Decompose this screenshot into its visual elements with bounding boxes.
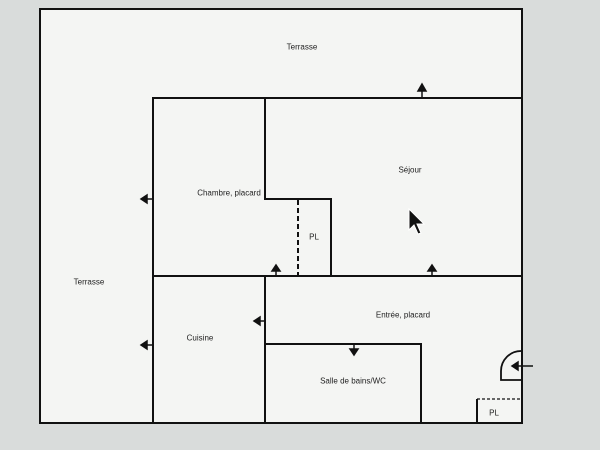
arrow-up-entree-sejour — [426, 263, 438, 275]
label-terrasse-left: Terrasse — [73, 277, 105, 287]
label-pl-chambre: PL — [309, 232, 319, 242]
arrow-up-placard — [270, 263, 282, 275]
arrow-down-sdb — [348, 345, 360, 357]
label-chambre-placard: Chambre, placard — [197, 188, 261, 198]
arrow-left-cuisine-terrasse — [139, 339, 152, 351]
label-cuisine: Cuisine — [186, 333, 214, 343]
label-sejour: Séjour — [398, 165, 422, 175]
paper-sheet — [39, 9, 522, 423]
mouse-cursor-icon — [408, 207, 426, 235]
label-salle-de-bains: Salle de bains/WC — [320, 376, 386, 386]
entrance-door-swing — [500, 350, 522, 381]
outer-boundary — [39, 8, 523, 424]
arrow-left-chambre-terrasse — [139, 193, 152, 205]
arrow-up-sejour-terrasse — [416, 82, 428, 97]
label-pl-entree: PL — [489, 408, 499, 418]
label-entree-placard: Entrée, placard — [375, 310, 431, 320]
arrow-left-entrance — [510, 360, 533, 372]
arrow-left-entree-cuisine — [252, 315, 264, 327]
label-terrasse-top: Terrasse — [286, 42, 318, 52]
